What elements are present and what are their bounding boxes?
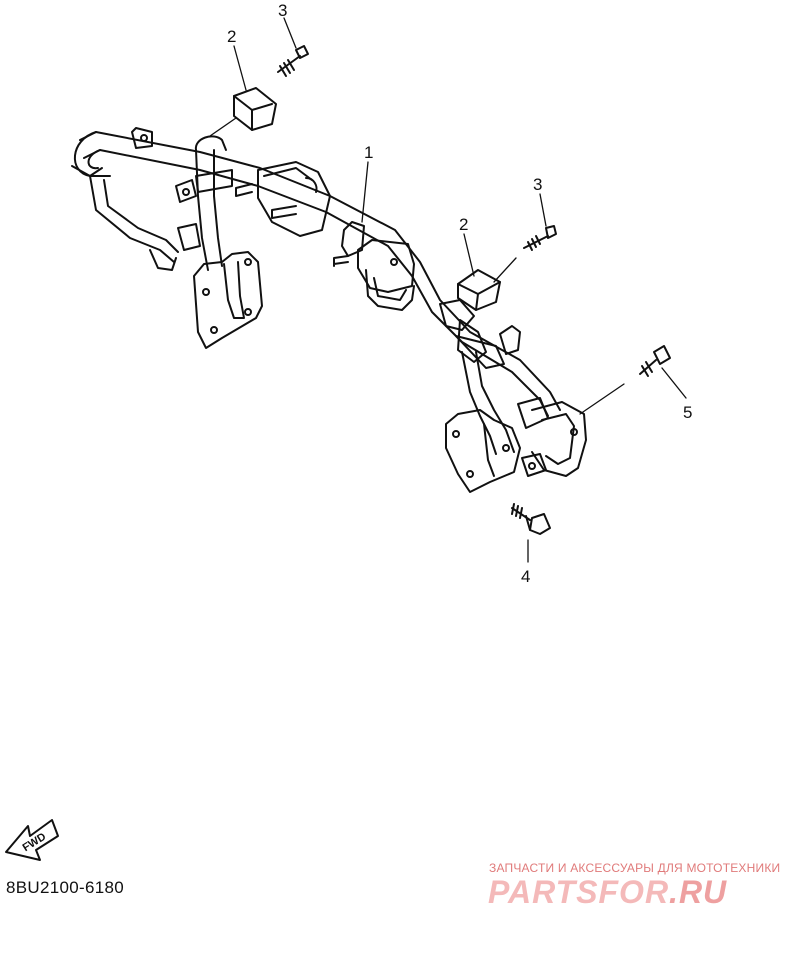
watermark-logo-tld: .RU <box>669 874 728 910</box>
leader-lines <box>209 17 687 563</box>
callout-3-right: 3 <box>533 175 542 194</box>
callout-3-top: 3 <box>278 1 287 20</box>
headlight-stay-bracket <box>71 127 587 493</box>
callout-2-right: 2 <box>459 215 468 234</box>
callout-4: 4 <box>521 567 530 586</box>
damper-block-right <box>457 269 501 311</box>
bolt-right <box>639 345 671 377</box>
callout-5: 5 <box>683 403 692 422</box>
screw-right <box>523 225 557 251</box>
diagram-part-code: 8BU2100-6180 <box>6 878 124 897</box>
watermark-logo: PARTSFOR.RU <box>488 874 727 911</box>
screw-top <box>277 45 309 77</box>
callout-2-top: 2 <box>227 27 236 46</box>
watermark-tagline: ЗАПЧАСТИ И АКСЕССУАРЫ ДЛЯ МОТОТЕХНИКИ <box>489 861 781 875</box>
fwd-arrow-icon <box>5 819 59 861</box>
watermark-logo-main: PARTSFOR <box>488 874 670 910</box>
flange-bolt <box>511 503 551 535</box>
fwd-label: FWD <box>21 831 49 854</box>
damper-block-left <box>233 87 277 131</box>
callout-1: 1 <box>364 143 373 162</box>
